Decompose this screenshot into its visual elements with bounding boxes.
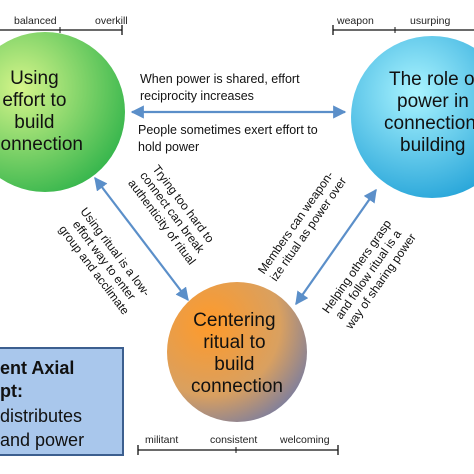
node-effort: Using effort to build connection: [0, 32, 125, 192]
node-ritual-circle: [167, 282, 307, 422]
scale-power: weapon usurping: [332, 15, 474, 35]
node-effort-label: Using effort to build connection: [0, 68, 83, 155]
axial-box-body: distributes and power: [0, 406, 87, 450]
node-power-label: The role of power in connection building: [384, 69, 474, 156]
svg-text:Members can weapon- ize: Members can weapon- ize ritual as power …: [255, 166, 350, 285]
scale-label-weapon: weapon: [336, 15, 374, 27]
scale-label-consistent: consistent: [210, 434, 257, 446]
edge-label-power-ritual-upper: Members can weapon- ize ritual as power …: [255, 166, 350, 285]
axial-box-heading: ent Axial pt:: [0, 358, 79, 401]
svg-text:Trying too hard to conne: Trying too hard to connect can break aut…: [125, 160, 221, 268]
axial-box: ent Axial pt: distributes and power: [0, 347, 124, 456]
node-effort-circle: [0, 32, 125, 192]
arrow-effort-ritual: [94, 176, 189, 302]
edge-label-effort-power-bottom: People sometimes exert effort to hold po…: [138, 123, 321, 154]
scale-label-usurping: usurping: [410, 15, 450, 27]
axial-box-rect: [0, 347, 124, 456]
node-ritual: Centering ritual to build connection: [167, 282, 307, 422]
scale-label-overkill: overkill: [95, 15, 128, 27]
edge-label-effort-ritual-upper: Trying too hard to connect can break aut…: [125, 160, 221, 268]
node-power-circle: [351, 36, 474, 198]
node-power: The role of power in connection building: [351, 36, 474, 198]
scale-ritual: militant consistent welcoming: [137, 434, 339, 455]
edge-label-effort-power-top: When power is shared, effort reciprocity…: [140, 72, 303, 103]
node-ritual-label: Centering ritual to build connection: [191, 310, 283, 397]
arrow-power-ritual: [295, 188, 377, 306]
edge-label-power-ritual-lower: Helping others grasp and follow ritual i…: [319, 214, 419, 333]
svg-text:Using ritual is a low- e: Using ritual is a low- effort way to ent…: [55, 205, 155, 319]
scale-label-welcoming: welcoming: [279, 434, 330, 446]
edge-label-effort-ritual-lower: Using ritual is a low- effort way to ent…: [55, 205, 155, 319]
scale-label-militant: militant: [145, 434, 178, 446]
scale-effort: balanced overkill: [0, 15, 128, 35]
scale-label-balanced: balanced: [14, 15, 57, 27]
svg-text:Helping others grasp and: Helping others grasp and follow ritual i…: [319, 214, 419, 332]
